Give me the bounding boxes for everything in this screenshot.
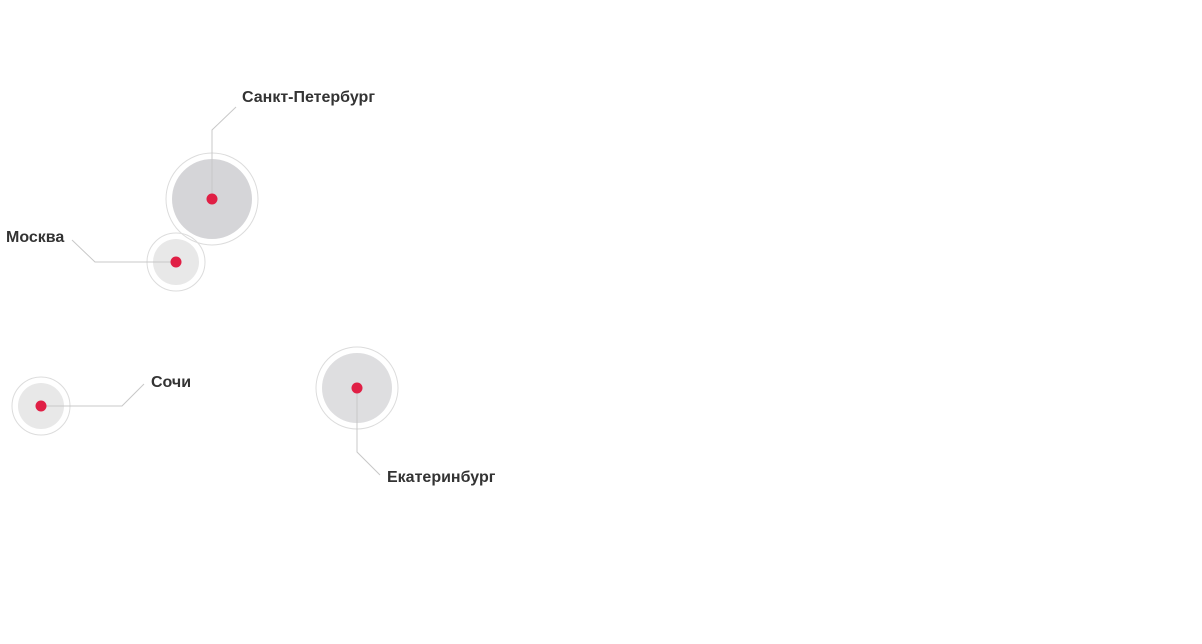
city-label-sochi[interactable]: Сочи [151, 374, 192, 391]
city-dot [206, 193, 218, 205]
city-dot [170, 256, 182, 268]
city-label-moscow[interactable]: Москва [6, 229, 65, 246]
leader-line [41, 383, 145, 407]
city-dot [35, 400, 47, 412]
city-label-yekaterinburg[interactable]: Екатеринбург [387, 469, 496, 486]
city-label-saint-petersburg[interactable]: Санкт-Петербург [242, 89, 375, 106]
city-dot [351, 382, 363, 394]
leader-line [356, 388, 381, 476]
city-marker-moscow[interactable] [71, 232, 206, 292]
city-marker-sochi[interactable] [11, 376, 145, 436]
leader-line [71, 239, 176, 263]
leader-line [211, 106, 237, 199]
city-marker-saint-petersburg[interactable] [165, 106, 259, 246]
city-marker-yekaterinburg[interactable] [315, 346, 399, 476]
